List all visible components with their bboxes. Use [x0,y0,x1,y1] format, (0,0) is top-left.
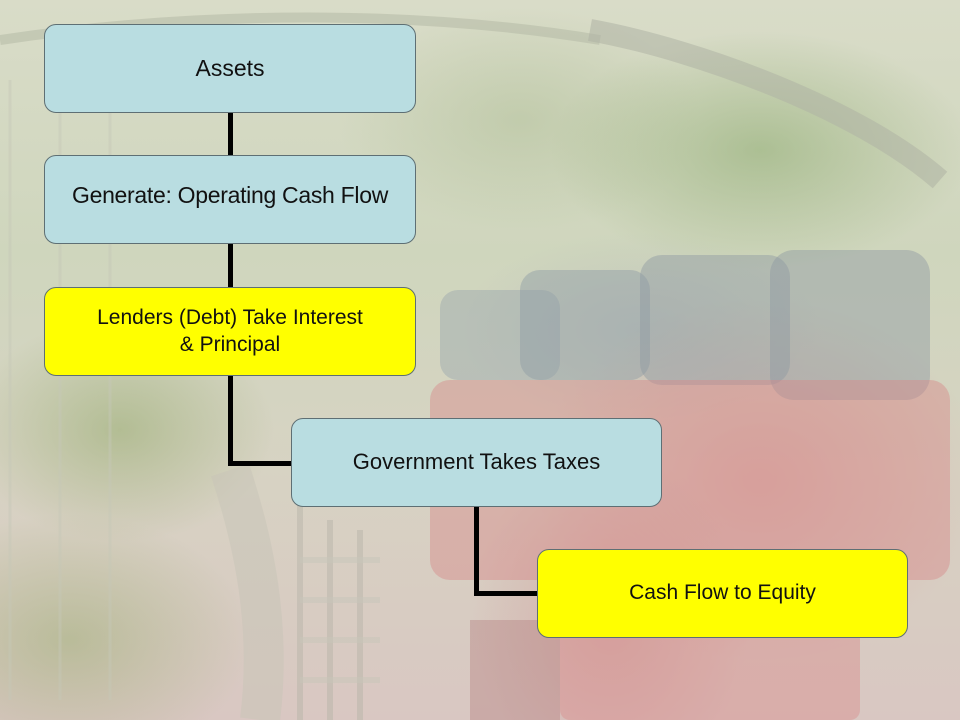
node-equity: Cash Flow to Equity [537,549,908,638]
connector-lenders-government-vertical [228,374,233,466]
connector-government-equity-horizontal [474,591,540,596]
node-operating-cash-flow: Generate: Operating Cash Flow [44,155,416,244]
node-assets-label: Assets [195,54,265,81]
node-assets: Assets [44,24,416,113]
connector-government-equity-vertical [474,504,479,596]
node-lenders: Lenders (Debt) Take Interest & Principal [44,287,416,376]
connector-assets-ocf-vertical [228,112,233,158]
connector-ocf-lenders-vertical [228,243,233,289]
node-lenders-label: Lenders (Debt) Take Interest & Principal [97,305,363,356]
node-equity-label: Cash Flow to Equity [629,581,816,605]
node-government: Government Takes Taxes [291,418,662,507]
node-government-label: Government Takes Taxes [352,449,601,475]
node-operating-cash-flow-label: Generate: Operating Cash Flow [71,181,389,208]
connector-lenders-government-horizontal [228,461,294,466]
